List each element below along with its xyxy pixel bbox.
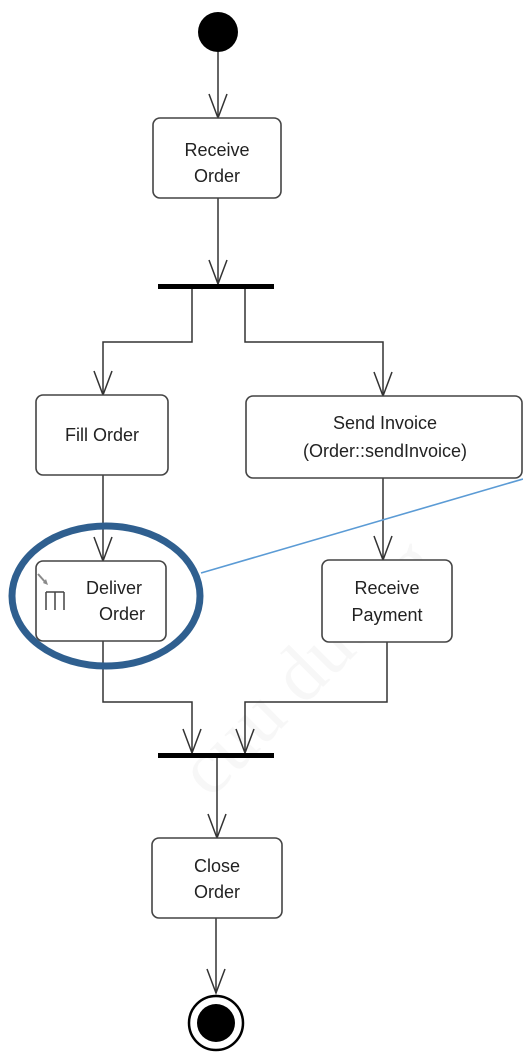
action-label: Fill Order	[65, 425, 139, 445]
arrowhead	[206, 968, 226, 996]
action-deliver-order: Deliver Order	[35, 560, 167, 642]
action-label: Receive	[184, 140, 249, 160]
action-close-order: Close Order	[151, 837, 283, 919]
edge-deliver-join	[102, 641, 193, 753]
action-receive-payment: Receive Payment	[321, 559, 453, 643]
join-bar	[158, 753, 274, 758]
action-label: (Order::sendInvoice)	[303, 441, 467, 461]
action-label: Payment	[351, 605, 422, 625]
call-behavior-icon	[37, 573, 65, 610]
action-fill-order: Fill Order	[35, 394, 169, 476]
initial-node	[198, 12, 238, 52]
action-label: Order	[99, 604, 145, 624]
action-receive-order: Receive Order	[152, 117, 282, 199]
action-label: Close	[194, 856, 240, 876]
action-label: Order	[194, 882, 240, 902]
action-send-invoice: Send Invoice (Order::sendInvoice)	[245, 395, 523, 479]
edge-payment-join	[244, 642, 388, 753]
action-label: Send Invoice	[333, 413, 437, 433]
fork-bar	[158, 284, 274, 289]
edge-fork-invoice	[244, 289, 384, 396]
callout-line	[200, 478, 523, 574]
highlight-ellipse	[8, 522, 204, 670]
action-label: Order	[194, 166, 240, 186]
final-node	[187, 994, 245, 1052]
action-label: Deliver	[86, 578, 142, 598]
edge-fork-fill	[102, 289, 193, 395]
action-label: Receive	[354, 578, 419, 598]
